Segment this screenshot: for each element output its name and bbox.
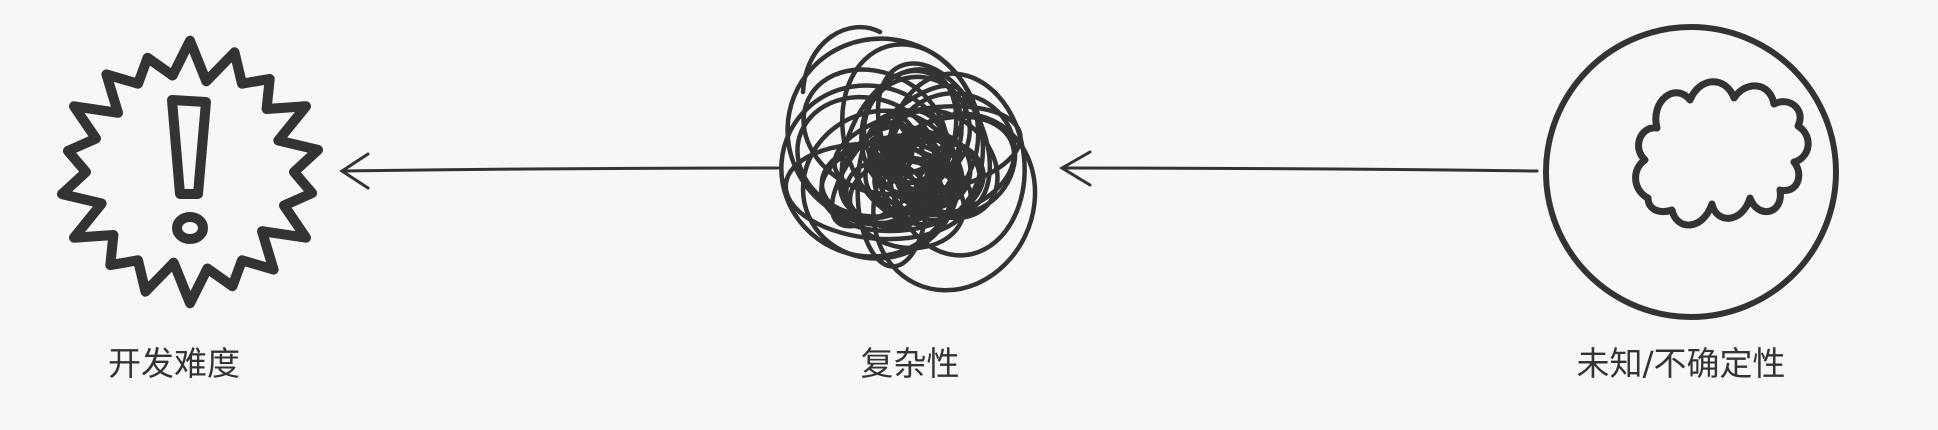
exclamation-burst-icon — [57, 35, 323, 309]
scribble-core-loop — [872, 146, 941, 215]
node-label-difficulty: 开发难度 — [108, 344, 240, 383]
tangled-scribble-icon — [779, 25, 1038, 293]
node-label-complexity: 复杂性 — [860, 344, 960, 383]
scribble-core-loop — [902, 165, 961, 194]
exclamation-bar — [167, 95, 211, 199]
cloud-in-circle-icon — [1543, 24, 1839, 320]
arrow-complexity-to-difficulty — [339, 152, 780, 190]
outer-circle — [1543, 24, 1839, 320]
scribble-core-loop — [910, 139, 963, 213]
scribble-core-loop — [880, 155, 944, 221]
exclamation-dot — [172, 212, 208, 244]
scribble-core-loop — [871, 107, 947, 186]
arrow-uncertainty-to-complexity — [1059, 150, 1539, 187]
burst-outline — [57, 35, 323, 309]
scribble-tail — [800, 25, 883, 95]
cloud-shape — [1632, 78, 1812, 229]
node-label-uncertainty: 未知/不确定性 — [1576, 344, 1786, 383]
scribble-core-loop — [892, 130, 973, 211]
scribble-core-loop — [897, 126, 965, 201]
